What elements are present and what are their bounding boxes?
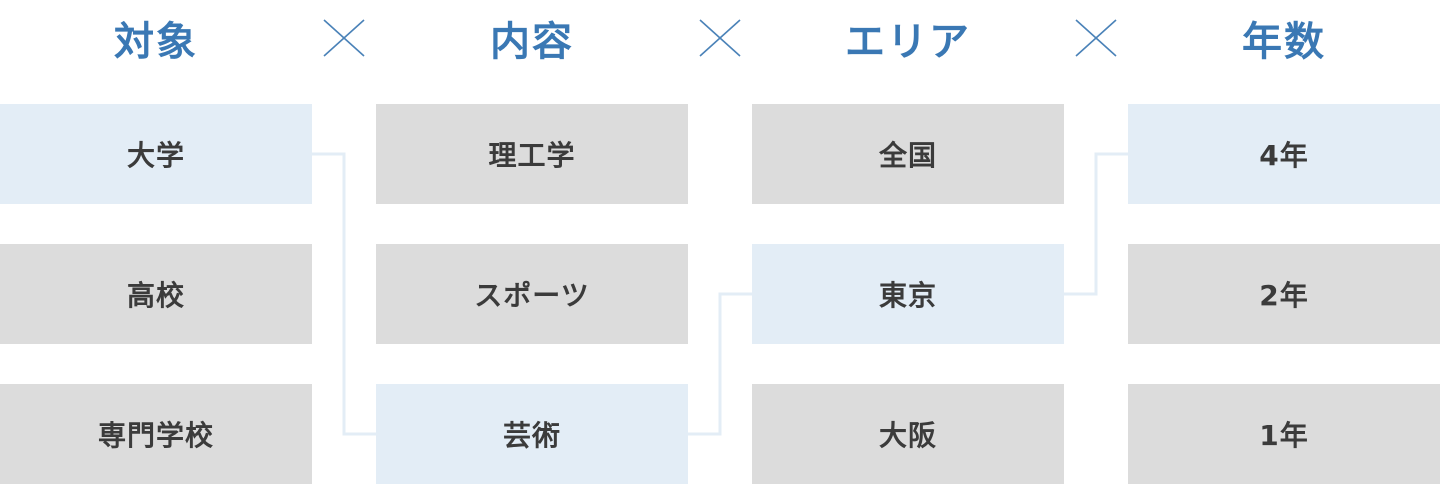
- option-content-sports[interactable]: スポーツ: [376, 244, 688, 344]
- option-area-osaka[interactable]: 大阪: [752, 384, 1064, 484]
- times-icon: [323, 19, 365, 57]
- option-years-4[interactable]: 4年: [1128, 104, 1440, 204]
- option-target-high-school[interactable]: 高校: [0, 244, 312, 344]
- option-years-1[interactable]: 1年: [1128, 384, 1440, 484]
- heading-area: エリア: [845, 19, 971, 65]
- times-icon: [699, 19, 741, 57]
- option-area-nationwide[interactable]: 全国: [752, 104, 1064, 204]
- option-years-2[interactable]: 2年: [1128, 244, 1440, 344]
- option-target-vocational-school[interactable]: 専門学校: [0, 384, 312, 484]
- heading-content: 内容: [490, 19, 574, 65]
- times-icon: [1075, 19, 1117, 57]
- option-content-science-engineering[interactable]: 理工学: [376, 104, 688, 204]
- option-content-arts[interactable]: 芸術: [376, 384, 688, 484]
- heading-target: 対象: [114, 19, 198, 65]
- heading-years: 年数: [1242, 19, 1326, 65]
- option-area-tokyo[interactable]: 東京: [752, 244, 1064, 344]
- option-target-university[interactable]: 大学: [0, 104, 312, 204]
